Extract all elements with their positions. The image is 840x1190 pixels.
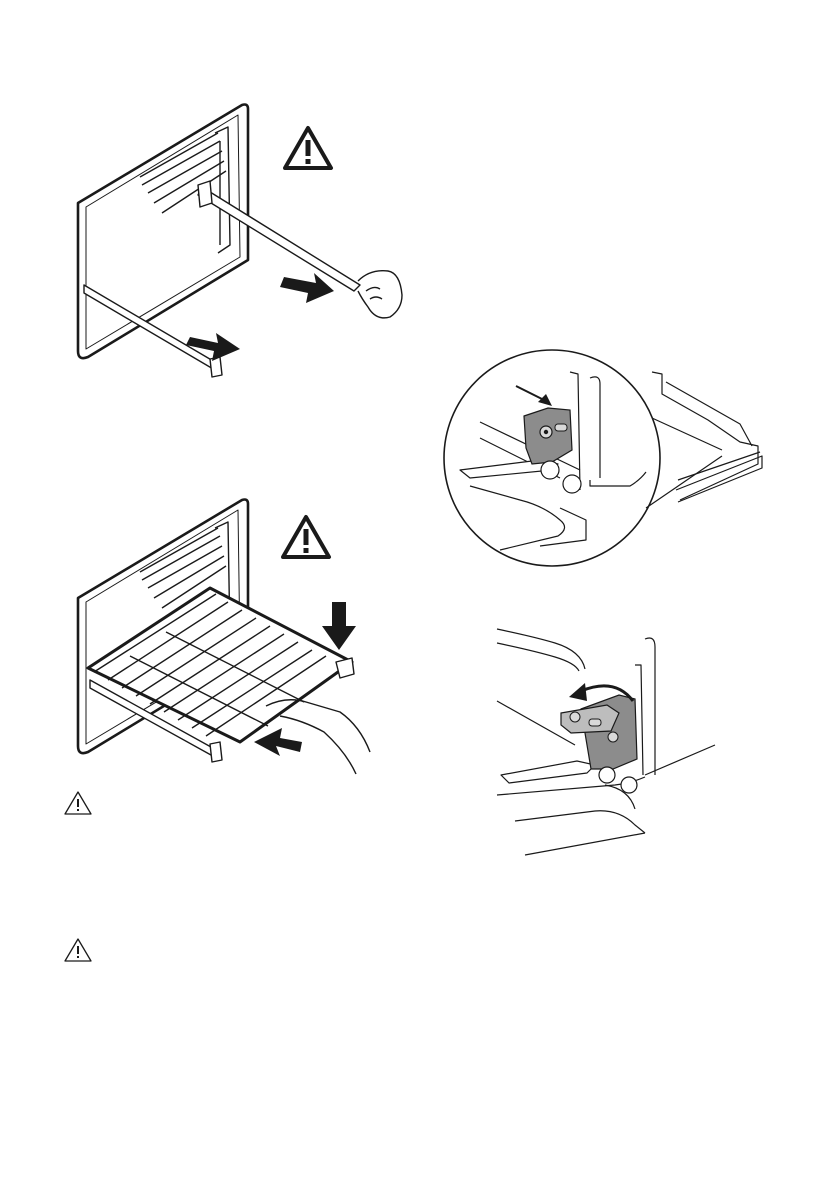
hinge-lever-drawing: [495, 625, 720, 855]
warning-triangle-icon: [280, 514, 332, 560]
figure-hinge-lever-rotate: [495, 625, 720, 855]
warning-triangle-icon: [63, 790, 93, 816]
figure-door-hinge-detail: [440, 360, 770, 570]
figure-remove-shelf-supports: [70, 95, 410, 385]
figure-install-shelf: [70, 490, 370, 780]
oven-cavity-drawing-1: [70, 95, 410, 385]
warning-triangle-icon: [63, 937, 93, 963]
warning-triangle-icon: [282, 125, 334, 171]
hinge-magnifier-drawing: [440, 360, 770, 570]
